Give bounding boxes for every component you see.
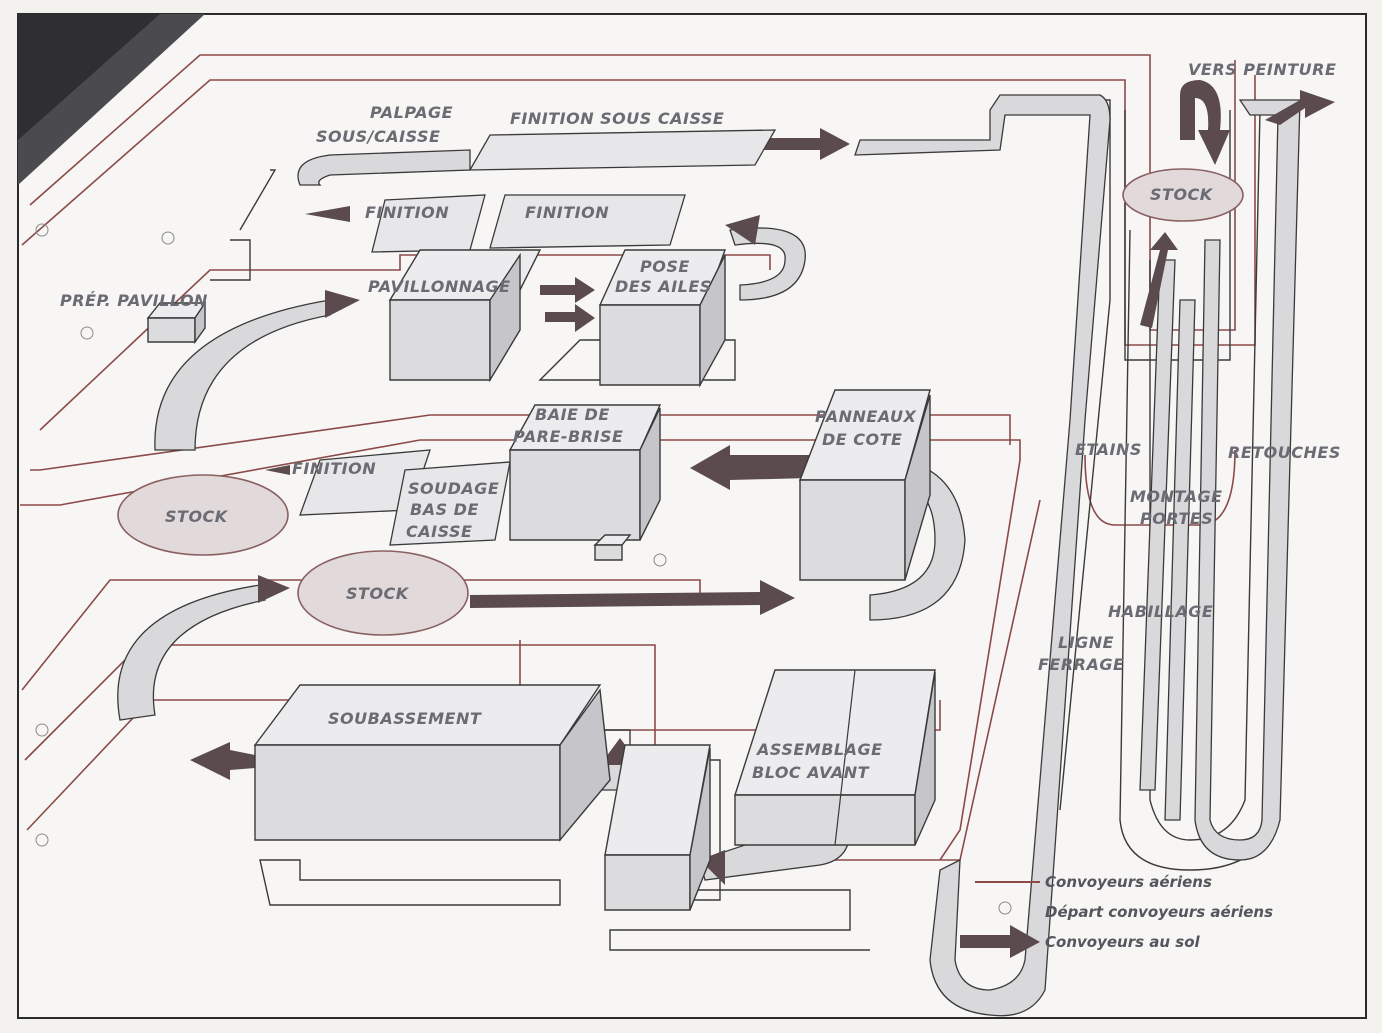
stations <box>146 249 936 911</box>
label-finition-2: FINITION <box>525 203 609 222</box>
marker <box>161 231 175 245</box>
label-finition-sous-caisse: FINITION SOUS CAISSE <box>510 109 724 128</box>
label-bas-de: BAS DE <box>410 500 479 519</box>
stock-top <box>1122 168 1244 222</box>
marker <box>35 833 49 847</box>
label-palpage: PALPAGE <box>370 103 453 122</box>
label-portes: PORTES <box>1140 509 1213 528</box>
station-panneaux <box>798 389 931 581</box>
label-montage: MONTAGE <box>1130 487 1223 506</box>
label-caisse: CAISSE <box>406 522 472 541</box>
label-stock-mid: STOCK <box>346 584 410 603</box>
legend-depart-text: Départ convoyeurs aériens <box>1045 903 1273 921</box>
label-baie-de: BAIE DE <box>535 405 610 424</box>
station-pose-des-ailes <box>598 249 726 388</box>
label-habillage: HABILLAGE <box>1108 602 1213 621</box>
label-des-ailes: DES AILES <box>615 277 712 296</box>
station-pare-brise <box>508 404 662 541</box>
label-finition-3: FINITION <box>292 459 376 478</box>
label-stock-top: STOCK <box>1150 185 1214 204</box>
label-pare-brise: PARE-BRISE <box>513 427 623 446</box>
legend-aerial-text: Convoyeurs aériens <box>1045 873 1212 891</box>
label-stock-left: STOCK <box>165 507 229 526</box>
depart-markers <box>35 223 667 847</box>
label-pose: POSE <box>640 257 690 276</box>
stock-left <box>117 474 289 556</box>
legend-depart-marker <box>998 901 1012 915</box>
marker <box>653 553 667 567</box>
label-assemblage: ASSEMBLAGE <box>755 740 883 759</box>
marker <box>35 223 49 237</box>
label-pavillonnage: PAVILLONNAGE <box>368 277 511 296</box>
legend-ground-text: Convoyeurs au sol <box>1045 933 1201 951</box>
station-soubassement <box>253 684 611 842</box>
label-finition-1: FINITION <box>365 203 449 222</box>
station-pavillonnage <box>388 249 542 383</box>
label-ferrage: FERRAGE <box>1038 655 1124 674</box>
label-vers-peinture: VERS PEINTURE <box>1188 60 1336 79</box>
marker <box>80 326 94 340</box>
marker <box>35 723 49 737</box>
label-ligne: LIGNE <box>1058 633 1114 652</box>
legend: Convoyeurs aériens Départ convoyeurs aér… <box>960 873 1273 958</box>
zone-finition-b <box>489 194 686 249</box>
label-retouches: RETOUCHES <box>1228 443 1341 462</box>
arrow-head-prep <box>325 290 360 318</box>
zone-soudage <box>389 461 511 546</box>
label-prep-pavillon: PRÉP. PAVILLON <box>60 291 208 310</box>
stock-mid <box>297 550 469 636</box>
station-prep-pavillon <box>146 300 207 345</box>
station-bloc-avant <box>734 669 936 846</box>
work-zones <box>299 129 777 546</box>
ground-conveyor-bands <box>854 94 1301 1017</box>
label-etains: ETAINS <box>1075 440 1142 459</box>
zone-finition-sous-caisse <box>468 129 777 171</box>
legend-ground-arrow <box>960 925 1040 958</box>
station-pillar <box>604 744 711 911</box>
straight-arrows <box>190 80 1335 780</box>
station-labels: PALPAGE SOUS/CAISSE FINITION SOUS CAISSE… <box>60 60 1341 782</box>
stocks <box>117 168 1244 636</box>
label-soudage: SOUDAGE <box>408 479 499 498</box>
label-de-cote: DE COTE <box>822 430 902 449</box>
corner-shade-light <box>18 14 160 140</box>
station-small <box>593 534 632 561</box>
flow-arrows <box>117 149 966 885</box>
label-soubassement: SOUBASSEMENT <box>328 709 482 728</box>
label-sous-caisse: SOUS/CAISSE <box>316 127 440 146</box>
label-bloc-avant: BLOC AVANT <box>752 763 870 782</box>
label-panneaux: PANNEAUX <box>815 407 917 426</box>
